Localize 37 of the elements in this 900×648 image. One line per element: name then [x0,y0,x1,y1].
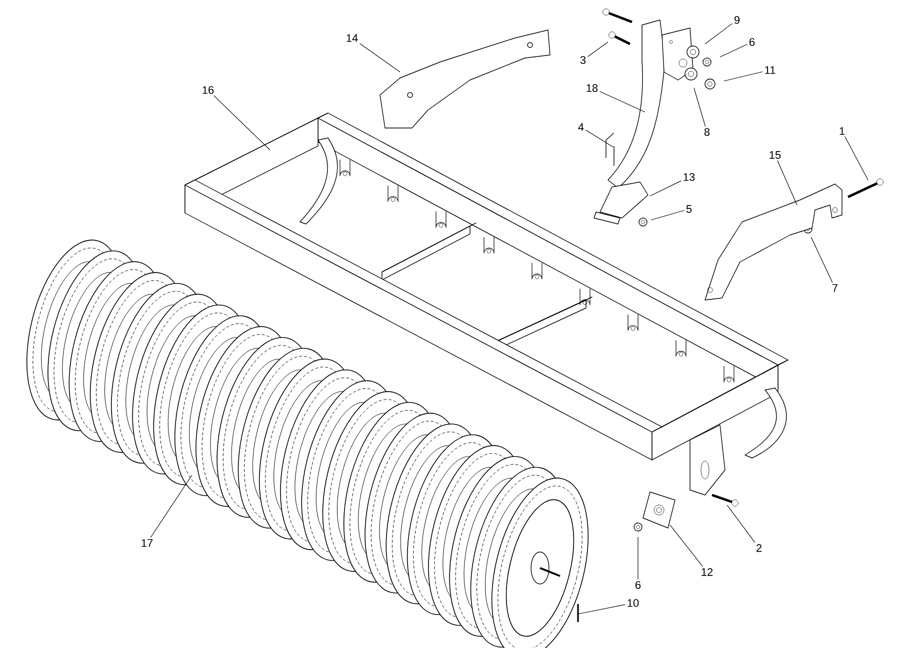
leader-line [777,160,798,206]
leader-line [650,210,685,220]
callout-number: 14 [346,34,358,42]
callout-number: 7 [832,284,838,292]
leader-line [704,23,733,44]
callout-number: 6 [750,38,755,46]
leader-line [670,524,703,567]
callout-number: 15 [770,151,781,159]
callout-number: 16 [202,86,214,94]
leader-line [213,95,270,150]
callout-number: 4 [578,123,584,131]
leader-line [844,136,868,180]
leader-line [650,180,682,196]
leader-line [726,504,756,543]
callout-number: 9 [734,16,740,24]
leader-line [720,44,748,58]
callout-number: 17 [142,539,153,547]
leader-line [587,42,608,57]
callout-number: 6 [636,581,641,589]
leader-line [600,91,646,112]
leader-line [585,130,614,148]
leader-line [694,88,706,127]
callout-number: 13 [684,173,695,181]
callout-number: 3 [580,56,586,64]
callout-number: 18 [586,84,598,92]
leader-line [150,474,192,538]
callout-number: 2 [756,544,762,552]
leader-line [810,236,833,283]
callout-number: 12 [702,568,713,576]
leader-line [359,43,400,72]
callout-number: 5 [686,205,692,213]
leader-line [724,71,763,82]
callout-number: 1 [840,127,845,135]
callout-number: 11 [765,66,776,74]
callout-number: 8 [704,128,710,136]
callout-number: 10 [628,599,639,607]
leader-line [578,604,626,614]
